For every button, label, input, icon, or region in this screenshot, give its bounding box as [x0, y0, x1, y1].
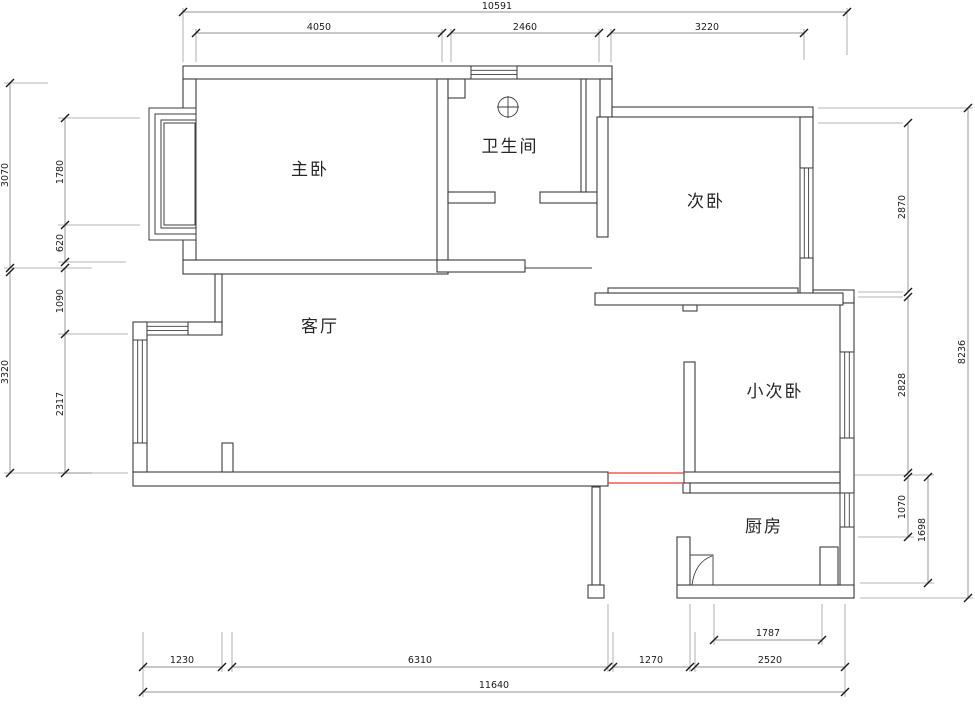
dim-bottom-seg-2: 6310: [408, 655, 432, 666]
dimension-lines: [9, 11, 969, 693]
bay-window: [148, 107, 197, 241]
door-opening-marker: [608, 472, 684, 484]
second-bedroom-window: [799, 167, 814, 259]
dim-left-outer-1: 3070: [0, 163, 11, 187]
dim-bottom-overall: 11640: [479, 680, 509, 691]
dim-bottom-seg-3: 1270: [639, 655, 663, 666]
dim-right-inner-2: 2828: [897, 373, 908, 397]
room-label-master-bedroom: 主卧: [291, 160, 329, 180]
kitchen-window: [839, 492, 855, 528]
dim-left-inner-2: 620: [55, 234, 66, 252]
room-label-bathroom: 卫生间: [482, 137, 539, 157]
extension-lines: [4, 8, 973, 697]
living-corner-window: [146, 321, 189, 336]
dim-top-seg-3: 3220: [695, 22, 719, 33]
dim-top-seg-1: 4050: [307, 22, 331, 33]
dim-left-inner-4: 2317: [55, 392, 66, 416]
dim-right-offset: 1698: [917, 518, 928, 542]
dim-right-inner-1: 2870: [897, 195, 908, 219]
room-label-second-bedroom: 次卧: [687, 192, 725, 212]
dim-left-inner-1: 1780: [55, 160, 66, 184]
dimension-ticks: [5, 7, 973, 697]
floor-drain-symbol: [497, 96, 519, 118]
dim-bottom-kitchen: 1787: [756, 628, 780, 639]
bathroom-window: [470, 65, 518, 80]
dimension-labels: 10591 4050 2460 3220 3070 3320 1780 620 …: [0, 1, 968, 691]
small-bedroom-window: [839, 351, 855, 439]
room-labels: 主卧 卫生间 次卧 客厅 小次卧 厨房: [291, 137, 804, 537]
dim-left-inner-3: 1090: [55, 289, 66, 313]
dim-right-overall: 8236: [957, 340, 968, 364]
living-left-window: [132, 339, 148, 444]
kitchen-flue: [819, 546, 839, 586]
dim-bottom-seg-4: 2520: [758, 655, 782, 666]
dim-right-inner-3: 1070: [897, 495, 908, 519]
room-label-living-room: 客厅: [301, 317, 339, 337]
dim-bottom-seg-1: 1230: [170, 655, 194, 666]
room-label-kitchen: 厨房: [745, 517, 783, 537]
kitchen-door: [690, 554, 714, 586]
dim-top-overall: 10591: [482, 1, 512, 12]
room-label-small-bedroom: 小次卧: [747, 382, 804, 402]
dim-left-outer-2: 3320: [0, 360, 11, 384]
dim-top-seg-2: 2460: [513, 22, 537, 33]
